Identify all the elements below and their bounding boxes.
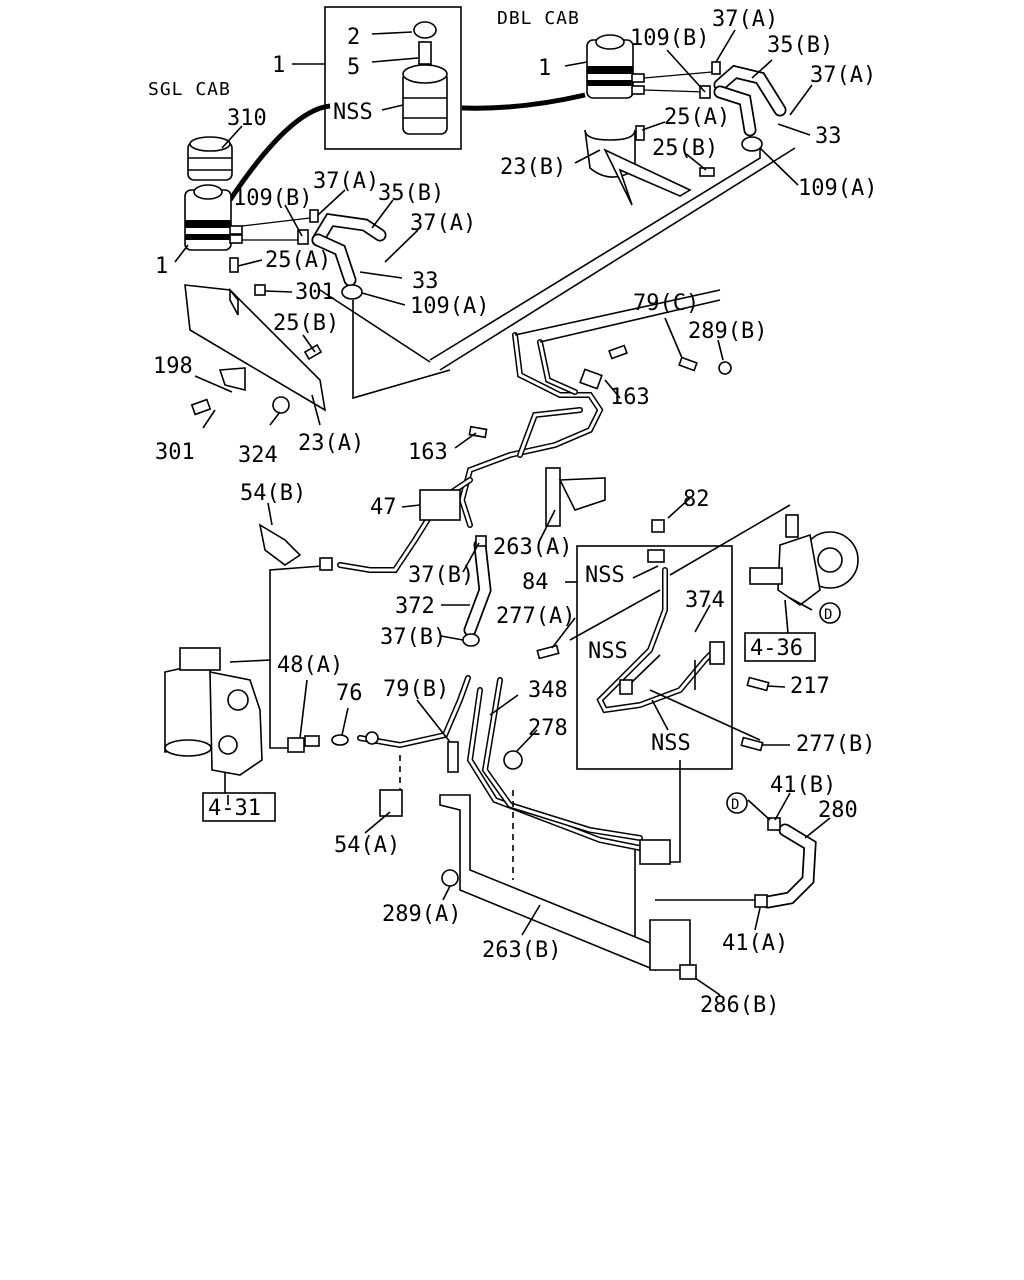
callout: 33 [412, 269, 439, 294]
callout: 25(A) [664, 105, 730, 130]
reservoir-inset [227, 6, 586, 202]
callout: 310 [227, 106, 267, 131]
callout: 37(B) [408, 563, 474, 588]
circle-ref-pump [819, 602, 841, 624]
callout: 263(B) [482, 938, 561, 963]
callout: 280 [818, 798, 858, 823]
callout: 348 [528, 678, 568, 703]
callout: 23(B) [500, 155, 566, 180]
callout: 109(B) [630, 26, 709, 51]
callout: 2 [347, 25, 360, 50]
callout: 23(A) [298, 431, 364, 456]
callout: 277(A) [496, 604, 575, 629]
callout: 76 [336, 681, 363, 706]
ref-box-4-36 [744, 632, 816, 662]
dbl-cab-label: DBL CAB [497, 8, 580, 29]
steering-gearbox [164, 647, 379, 776]
callout: 35(B) [378, 181, 444, 206]
callout: 84 [522, 570, 549, 595]
callout: 25(B) [273, 311, 339, 336]
callout: 35(B) [767, 33, 833, 58]
callout: 301 [295, 280, 335, 305]
ref-box-4-31 [202, 792, 276, 822]
callout: 198 [153, 354, 193, 379]
callout: 109(A) [798, 176, 877, 201]
callout: 109(A) [410, 294, 489, 319]
callout: 277(B) [796, 732, 875, 757]
callout: 289(A) [382, 902, 461, 927]
callout: 263(A) [493, 535, 572, 560]
callout: 5 [347, 55, 360, 80]
callout: 82 [683, 487, 710, 512]
circle-ref-hose [726, 792, 748, 814]
callout: 37(B) [380, 625, 446, 650]
callout: 278 [528, 716, 568, 741]
sgl-cab-reservoir [184, 136, 387, 416]
cab-labels: SGL CAB DBL CAB [148, 8, 580, 100]
callout: 47 [370, 495, 397, 520]
leader-lines [174, 29, 831, 996]
callout: 25(A) [265, 248, 331, 273]
mid-hardware [258, 344, 732, 980]
callout: 79(B) [383, 677, 449, 702]
callout: 37(A) [313, 169, 379, 194]
callout: 41(B) [770, 773, 836, 798]
callout: 37(A) [810, 63, 876, 88]
ref-4-36-label: 4-36 [750, 636, 803, 661]
callout: NSS [588, 639, 628, 664]
callout: 163 [408, 440, 448, 465]
circle-ref-label: D [731, 797, 739, 813]
callout: 217 [790, 674, 830, 699]
callout: NSS [333, 100, 373, 125]
assembly-box-84 [576, 545, 733, 770]
callout: 289(B) [688, 319, 767, 344]
reference-labels: 4-31 4-36 D D [208, 607, 832, 821]
callout: 324 [238, 443, 278, 468]
callout: 374 [685, 588, 725, 613]
callout: NSS [585, 563, 625, 588]
callout: 1 [538, 56, 551, 81]
callout: 1 [155, 254, 168, 279]
sgl-cab-label: SGL CAB [148, 79, 231, 100]
callout: 1 [272, 53, 285, 78]
callout: 25(B) [652, 136, 718, 161]
callout: 163 [610, 385, 650, 410]
callout: 54(B) [240, 481, 306, 506]
callout: 54(A) [334, 833, 400, 858]
callout: NSS [651, 731, 691, 756]
callout: 48(A) [277, 653, 343, 678]
ref-4-31-label: 4-31 [208, 796, 261, 821]
callout: 33 [815, 124, 842, 149]
callout: 37(A) [410, 211, 476, 236]
callout: 301 [155, 440, 195, 465]
circle-ref-label: D [824, 607, 832, 623]
callout: 372 [395, 594, 435, 619]
power-steering-pump [536, 514, 859, 909]
callout: 79(C) [633, 291, 699, 316]
callout: 37(A) [712, 7, 778, 32]
callout: 109(B) [233, 186, 312, 211]
callout: 286(B) [700, 993, 779, 1018]
callout: 41(A) [722, 931, 788, 956]
callout-labels: 1 2 5 NSS 310 1 109(B) 37(A) 35(B) 37(A)… [153, 7, 877, 1018]
